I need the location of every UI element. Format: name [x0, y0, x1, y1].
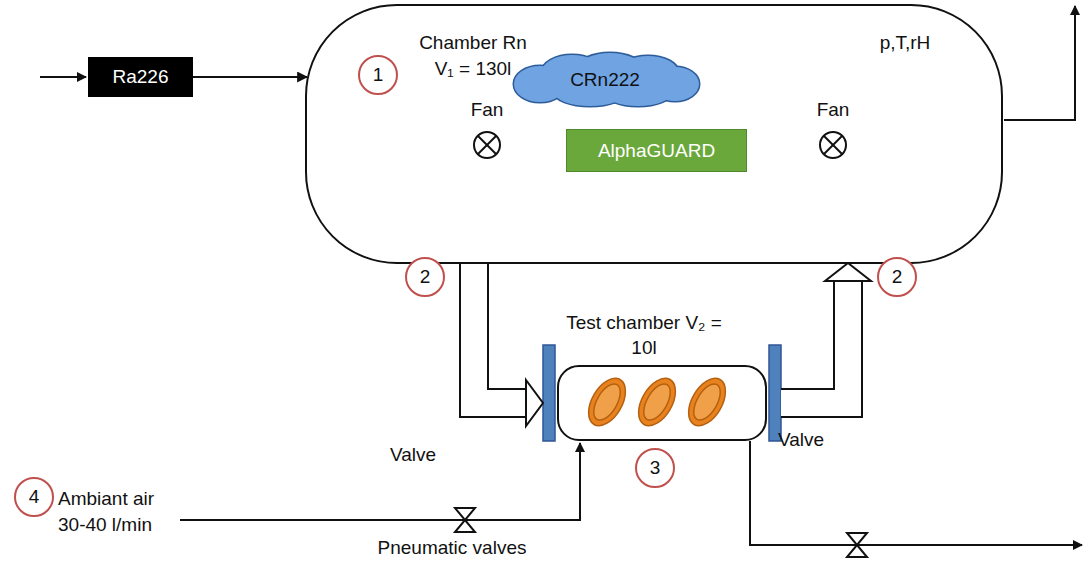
callout-number: 2 [877, 257, 917, 297]
part-label: Valve [778, 427, 824, 453]
node-text: Chamber Rn V₁ = 130l [407, 30, 539, 81]
air-outlet-line [750, 441, 1082, 545]
callout-number: 3 [635, 448, 675, 488]
radon-cloud: CRn222 [510, 52, 700, 108]
part-label: Pneumatic valves [378, 535, 527, 561]
sample-discs [581, 372, 733, 432]
node-text: AlphaGUARD [598, 138, 715, 164]
part-label: Ambiant air 30-40 l/min [58, 486, 178, 537]
monitor-box: AlphaGUARD [566, 129, 747, 172]
node-text: CRn222 [570, 67, 640, 93]
source-box: Ra226 [88, 57, 193, 97]
part-label: Valve [390, 442, 436, 468]
callout-number: 2 [405, 257, 445, 297]
inlet-line [40, 76, 86, 78]
pipe-arrow [781, 263, 871, 403]
valve-flange [769, 345, 781, 441]
callout-number: 1 [358, 55, 398, 95]
valve-flange [543, 345, 555, 441]
part-label: Fan [817, 97, 850, 123]
part-label: p,T,rH [880, 30, 931, 56]
node-text: Test chamber V₂ = 10l [559, 310, 729, 361]
test-chamber: Test chamber V₂ = 10l [557, 365, 767, 441]
valve-symbol [455, 508, 475, 532]
callout-number: 4 [14, 477, 54, 517]
air-inlet-line [180, 443, 580, 520]
valve-symbol [847, 533, 867, 557]
fan-symbol [820, 132, 846, 158]
outlet-line [1004, 6, 1075, 120]
part-label: Fan [471, 97, 504, 123]
flow-arrow [193, 77, 307, 78]
fan-symbol [474, 132, 500, 158]
node-text: Ra226 [113, 64, 169, 90]
pipe-arrow [474, 263, 543, 426]
